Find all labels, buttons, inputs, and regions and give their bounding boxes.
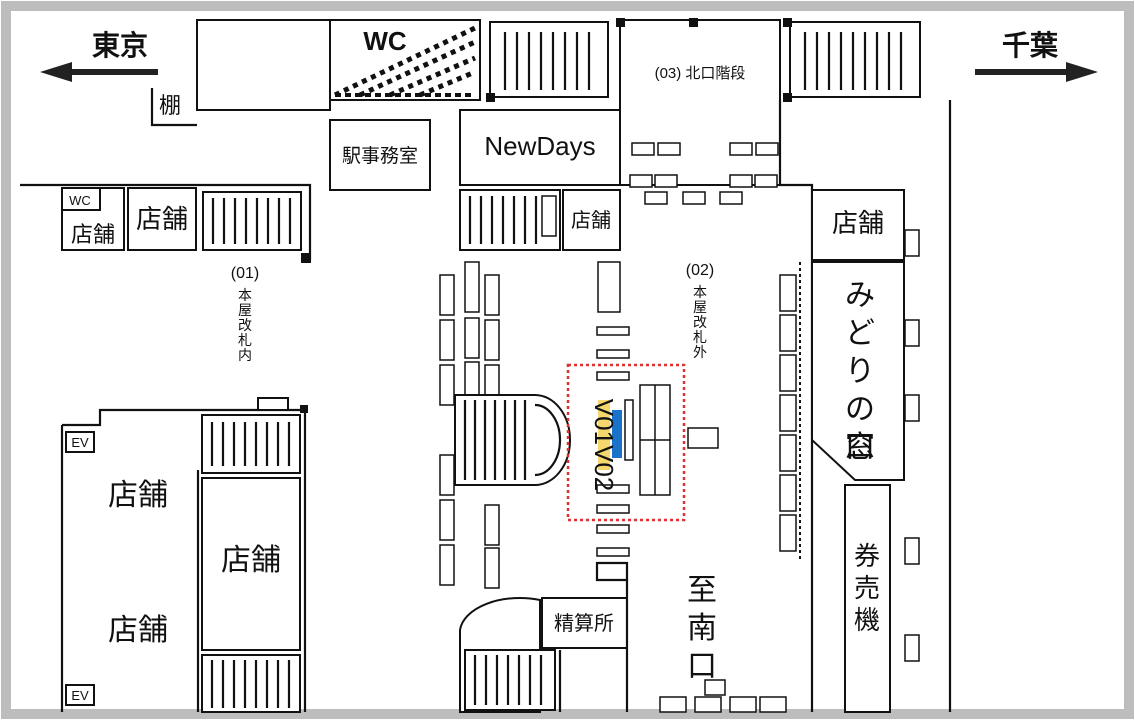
ticket-office (811, 261, 905, 481)
arrow-right-icon (975, 62, 1098, 82)
gate-outer-label: 本屋改札外 (693, 284, 707, 360)
stairs-center-top (459, 189, 561, 251)
newdays-shop (459, 109, 621, 186)
ticket-office-label: みどりの窓 (845, 279, 875, 464)
stairs-left-2 (201, 414, 301, 474)
direction-tokyo: 東京 (92, 29, 148, 61)
right-wall-fixtures (904, 229, 920, 662)
center-stairs (454, 394, 571, 486)
store-label-center: 店舗 (571, 209, 611, 232)
ev-bottom (65, 684, 95, 706)
highlight-yellow (598, 400, 610, 470)
stairs-left-3 (201, 654, 301, 713)
left-bottom-fixture (257, 397, 289, 411)
top-left-room (196, 19, 331, 111)
shelf-label: 棚 (159, 93, 181, 118)
highlight-frame (566, 363, 686, 522)
arrow-left-icon (40, 62, 158, 82)
ev-top-label: EV (71, 435, 89, 450)
code-v02: V02 (589, 445, 619, 491)
wc-label: WC (363, 26, 407, 56)
fare-adjustment-office (541, 597, 628, 649)
small-wc-label: WC (69, 193, 91, 208)
gate-inner-num: (01) (231, 265, 259, 282)
code-label: V01V02 (589, 399, 619, 492)
store-label-2: 店舗 (136, 204, 188, 234)
fare-walls (558, 580, 629, 712)
station-office (329, 119, 431, 191)
store-2 (127, 187, 197, 251)
ticket-machine-area (844, 484, 891, 713)
south-exit-label: 至南口 (687, 574, 717, 683)
stairs-bottom-center (464, 649, 556, 711)
small-wc (61, 187, 101, 211)
bottom-benches (659, 679, 787, 713)
shelf-wall (150, 88, 197, 127)
newdays-label: NewDays (484, 131, 595, 161)
store-label-4: 店舗 (221, 544, 281, 577)
gate-inner-label: 本屋改札内 (238, 287, 252, 363)
wc-area (329, 19, 481, 101)
lockers-right (779, 262, 801, 560)
store-label-1: 店舗 (71, 222, 115, 247)
gate-outer-num: (02) (686, 262, 714, 279)
store-4 (201, 477, 301, 651)
store-label-right: 店舗 (832, 208, 884, 238)
stairs-top-right (789, 21, 921, 98)
stairs-left-1 (202, 191, 302, 251)
direction-chiba: 千葉 (1002, 30, 1059, 61)
store-center (562, 189, 621, 251)
benches-north (629, 142, 779, 205)
store-label-5: 店舗 (108, 614, 168, 647)
gate-highlight-area: V01V02 (566, 363, 686, 522)
store-right (811, 189, 905, 261)
right-corridor-wall (778, 100, 814, 712)
stairs-top-left (489, 21, 609, 98)
left-bottom-building (60, 408, 307, 712)
ticket-machine-label: 券売機 (854, 541, 880, 635)
fare-fixture (595, 561, 629, 582)
store-label-3: 店舗 (108, 479, 168, 512)
marker-blue (612, 410, 622, 458)
ev-top (65, 431, 95, 453)
ticket-office-label-last: 口 (845, 431, 875, 464)
fare-adjustment-label: 精算所 (554, 612, 614, 635)
ticket-gates-left (439, 261, 500, 589)
north-stairs-label: (03) 北口階段 (655, 65, 746, 82)
gate-bars-center (596, 261, 719, 557)
north-stairs-area (619, 19, 781, 186)
left-corridor-wall (20, 183, 312, 260)
station-office-label: 駅事務室 (342, 145, 418, 167)
ev-bottom-label: EV (71, 688, 89, 703)
code-v01: V01 (589, 399, 619, 445)
